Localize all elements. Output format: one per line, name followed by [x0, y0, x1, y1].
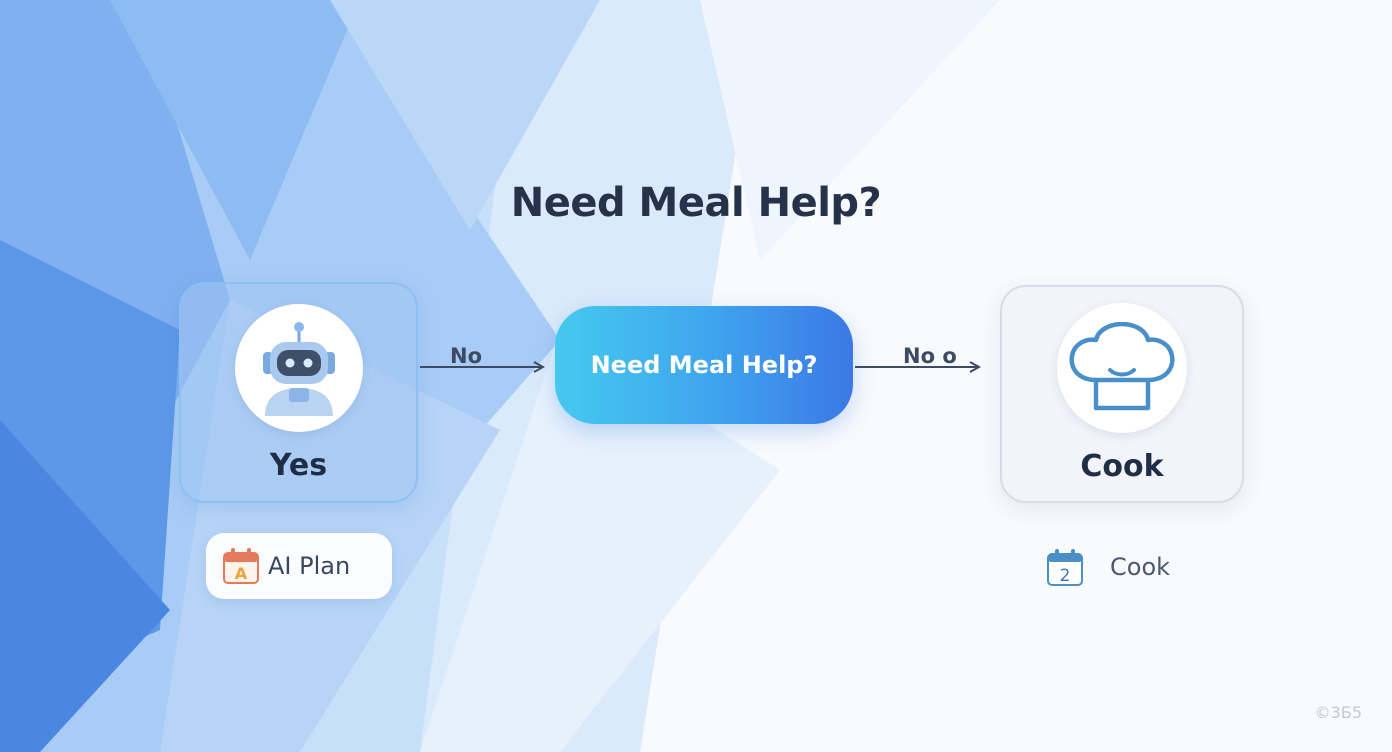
cook-item-label: Cook	[1110, 553, 1171, 581]
chef-hat-avatar	[1057, 303, 1187, 433]
decision-node[interactable]: Need Meal Help?	[555, 306, 853, 424]
chef-hat-icon	[1069, 322, 1175, 411]
edge-label-right: No o	[903, 344, 957, 368]
node-cook[interactable]: Cook	[1000, 285, 1244, 503]
node-yes-label: Yes	[269, 448, 328, 483]
cook-date-item[interactable]: 2 Cook	[1046, 546, 1170, 588]
edge-label-left: No	[450, 344, 483, 368]
svg-text:A: A	[235, 564, 248, 583]
robot-icon	[262, 322, 335, 416]
ai-plan-label: AI Plan	[268, 552, 351, 580]
watermark: ©3Б5	[1314, 703, 1362, 722]
calendar-icon: A	[223, 548, 259, 584]
decision-node-label: Need Meal Help?	[590, 351, 818, 379]
page-title: Need Meal Help?	[510, 180, 882, 226]
ai-plan-chip[interactable]: A AI Plan	[206, 533, 392, 599]
calendar-date-number: 2	[1060, 566, 1071, 586]
node-cook-label: Cook	[1080, 449, 1164, 484]
robot-avatar	[234, 304, 363, 432]
calendar-icon: 2	[1047, 549, 1083, 586]
node-yes[interactable]: Yes	[179, 282, 418, 503]
